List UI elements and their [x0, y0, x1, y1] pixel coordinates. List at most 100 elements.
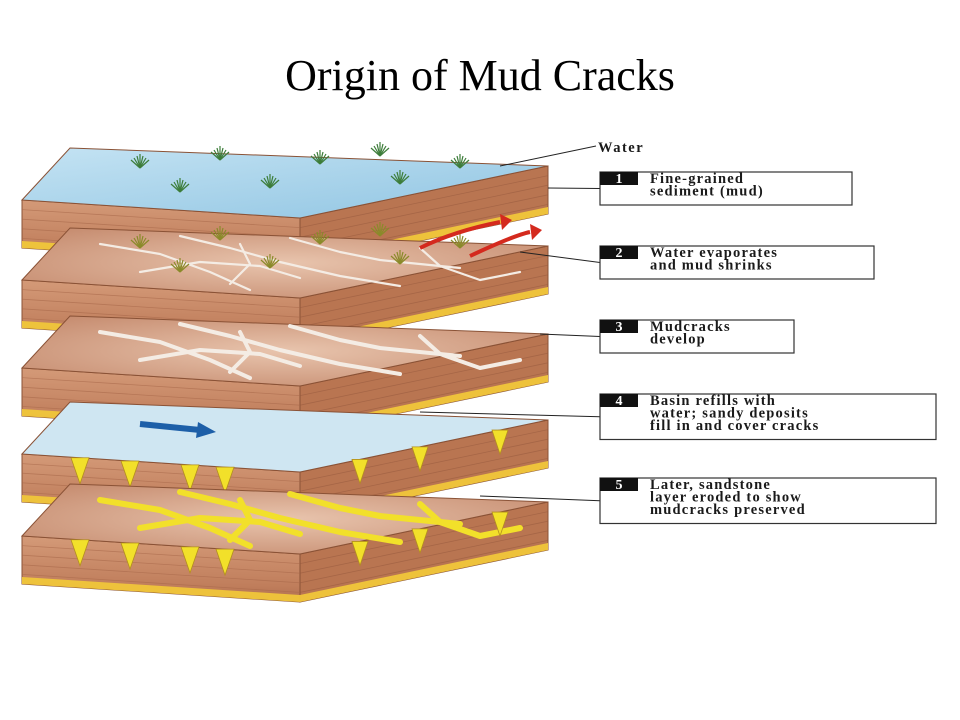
strata-line: [21, 554, 301, 574]
block-5: [20, 483, 549, 603]
grass-blade: [390, 175, 401, 185]
grass-tuft: [450, 234, 470, 249]
strata-line: [21, 564, 301, 584]
label-box: [599, 477, 937, 525]
grass-blade: [219, 147, 224, 161]
label-leader-line: [539, 333, 601, 337]
step-text-line: Mudcracks: [650, 319, 731, 335]
water-leader-line: [499, 145, 597, 167]
refill-flow-arrow: [139, 421, 201, 433]
grass-blade: [139, 159, 150, 169]
grass-blade: [179, 179, 184, 193]
grass-tuft: [310, 150, 330, 165]
grass-blade: [139, 239, 150, 249]
strata-line: [299, 362, 549, 416]
grass-blade: [179, 183, 190, 193]
step-number: 4: [616, 394, 623, 409]
label-box: [599, 245, 875, 280]
step-text-line: fill in and cover cracks: [650, 418, 820, 434]
strata-line: [299, 255, 549, 308]
label-leader-line: [519, 251, 601, 263]
step-number: 2: [616, 246, 623, 261]
grass-blade: [319, 231, 324, 245]
grass-blade: [170, 183, 181, 193]
strata-line: [21, 209, 301, 228]
strata-line: [299, 184, 549, 238]
strata-line: [299, 175, 549, 228]
grass-blade: [130, 239, 141, 249]
mud-crack: [287, 491, 463, 527]
grass-blade: [370, 147, 381, 157]
grass-blade: [399, 171, 404, 185]
strata-line: [21, 463, 301, 482]
grass-tuft: [170, 178, 190, 193]
strata-line: [21, 377, 301, 396]
crack-wedge: [120, 542, 140, 571]
grass-blade: [210, 151, 221, 161]
step-number-badge: [600, 172, 638, 185]
grass-blade: [379, 147, 390, 157]
grass-blade: [310, 155, 321, 165]
crack-wedge: [180, 464, 200, 493]
grass-blade: [170, 263, 181, 273]
mud-crack: [137, 515, 303, 537]
grass-blade: [139, 235, 144, 249]
crack-wedge: [215, 466, 235, 495]
mud-crack: [228, 330, 252, 374]
strata-line: [299, 438, 549, 492]
mud-crack: [418, 334, 522, 370]
grass-blade: [269, 175, 274, 189]
grass-blade: [219, 231, 230, 241]
label-leader-line: [419, 411, 601, 418]
step-number: 3: [616, 320, 623, 335]
step-number-badge: [600, 394, 638, 407]
grass-blade: [310, 235, 321, 245]
grass-blade: [459, 235, 464, 249]
crack-wedge: [411, 446, 429, 473]
grass-blade: [319, 151, 324, 165]
grass-tuft: [210, 226, 230, 241]
strata-line: [21, 545, 301, 564]
strata-line: [299, 540, 549, 593]
mud-crack: [288, 324, 462, 358]
strata-line: [21, 574, 301, 593]
water-label: Water: [598, 140, 644, 156]
strata-line: [299, 530, 549, 584]
step-text-line: Later, sandstone: [650, 477, 771, 493]
grass-blade: [179, 263, 190, 273]
step-text-line: layer eroded to show: [650, 490, 802, 506]
grass-tuft: [170, 258, 190, 273]
grass-blade: [399, 255, 410, 265]
grass-tuft: [260, 174, 280, 189]
grass-blade: [130, 159, 141, 169]
grass-blade: [379, 143, 384, 157]
grass-blade: [450, 159, 461, 169]
step-text-line: mudcracks preserved: [650, 502, 806, 518]
mud-crack: [227, 497, 253, 543]
step-text-line: water; sandy deposits: [650, 406, 809, 422]
grass-blade: [260, 259, 271, 269]
grass-blade: [379, 227, 390, 237]
grass-blade: [179, 259, 184, 273]
grass-blade: [260, 179, 271, 189]
crack-wedge: [351, 459, 369, 485]
step-number-badge: [600, 478, 638, 491]
strata-line: [21, 298, 301, 318]
grass-tuft: [130, 234, 150, 249]
grass-blade: [219, 151, 230, 161]
grass-blade: [459, 159, 470, 169]
block-top-surface: [20, 147, 549, 219]
refill-flow-arrowhead: [196, 422, 216, 438]
mud-crack: [288, 236, 462, 270]
grass-blade: [390, 255, 401, 265]
grass-tuft: [370, 222, 390, 237]
step-number: 5: [616, 478, 623, 493]
grass-blade: [319, 155, 330, 165]
step-text-line: and mud shrinks: [650, 258, 773, 274]
label-leader-line: [547, 187, 601, 189]
water-label-group: Water: [499, 140, 644, 167]
